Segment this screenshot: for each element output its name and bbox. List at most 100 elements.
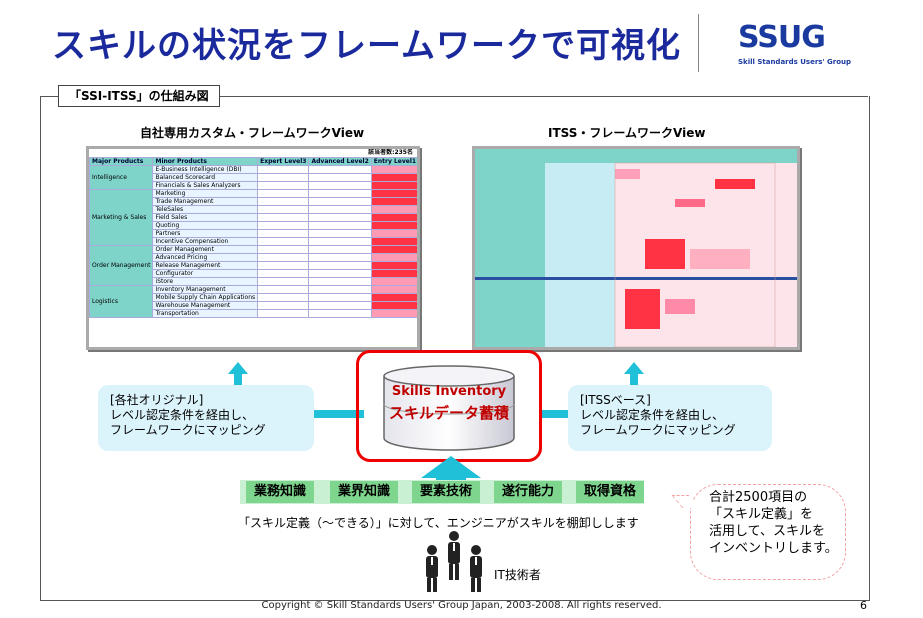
note-line: 合計2500項目の [709,490,808,505]
level-cell [257,277,310,286]
minor-product-cell: E-Business Intelligence (DBI) [152,165,259,174]
left-box-line: フレームワークにマッピング [110,423,266,437]
category-tag: 業界知識 [330,481,399,503]
database-label-en: Skills Inventory [391,384,507,399]
category-tag: 業務知識 [246,481,315,503]
total-cell: 68 [419,286,420,294]
right-box-line: [ITSSベース] [580,393,651,407]
logo-letters: SSUG [738,20,826,55]
total-cell: 32 [419,262,420,270]
entry-level-cell [370,189,417,198]
level-cell [257,229,310,238]
minor-product-cell: Financials & Sales Analyzers [152,181,259,190]
total-cell: 50 [419,270,420,278]
level-cell [257,173,310,182]
summary-callout: 合計2500項目の 「スキル定義」を 活用して、スキルを インベントリします。 [690,484,846,580]
entry-level-cell [370,221,417,230]
category-tag: 取得資格 [576,481,645,503]
table-header-row: Major Products Minor Products Expert Lev… [89,157,420,166]
page-title: スキルの状況をフレームワークで可視化 [52,26,681,66]
minor-product-cell: Release Management [152,261,259,270]
category-tag: 遂行能力 [494,481,563,503]
entry-level-cell [370,277,417,286]
level-cell [257,269,310,278]
total-cell: 9 [419,310,420,318]
level-cell [308,165,372,174]
minor-product-cell: Order Management [152,245,259,254]
entry-level-cell [370,285,417,294]
main-up-arrow-icon [421,456,481,478]
minor-product-cell: Inventory Management [152,285,259,294]
entry-level-cell [370,261,417,270]
up-arrow-icon [624,362,644,374]
minor-product-cell: TeleSales [152,205,259,214]
count-label: 該当者数:235名 [368,149,413,156]
entry-level-cell [370,293,417,302]
level-cell [308,253,372,262]
level-cell [257,181,310,190]
right-box-line: レベル認定条件を経由し、 [580,408,725,422]
total-cell: 77 [419,166,420,174]
level-cell [308,301,372,310]
level-cell [308,285,372,294]
level-cell [257,261,310,270]
level-cell [308,205,372,214]
level-cell [308,189,372,198]
header-cell: Minor Products [152,157,259,166]
diagram-frame [40,96,870,601]
total-cell: 11 [419,230,420,238]
entry-level-cell [370,253,417,262]
minor-product-cell: Mobile Supply Chain Applications [152,293,259,302]
total-cell: 32 [419,182,420,190]
header-cell: Expert Level3 [257,157,310,166]
right-box-line: フレームワークにマッピング [580,423,736,437]
level-cell [308,237,372,246]
header-cell: Advanced Level2 [308,157,372,166]
major-product-cell: Order Management [89,245,154,286]
level-cell [308,261,372,270]
entry-level-cell [370,205,417,214]
level-cell [257,205,310,214]
total-cell: 15 [419,206,420,214]
itss-mapping-box: [ITSSベース] レベル認定条件を経由し、 フレームワークにマッピング [568,385,772,451]
header-cell: 合計 [419,158,420,166]
total-cell: 51 [419,254,420,262]
minor-product-cell: Transportation [152,309,259,318]
page-number: 6 [860,599,867,612]
level-cell [308,309,372,318]
level-cell [257,213,310,222]
entry-level-cell [370,173,417,182]
entry-level-cell [370,269,417,278]
level-cell [308,269,372,278]
frame-top-line [40,96,868,97]
table-row: Balanced Scorecard34 [90,173,420,182]
left-panel-title: 自社専用カスタム・フレームワークView [140,126,365,140]
total-cell: 21 [419,190,420,198]
level-cell [308,277,372,286]
database-label-jp: スキルデータ蓄積 [388,404,509,422]
level-cell [257,285,310,294]
copyright-footer: Copyright © Skill Standards Users' Group… [261,600,662,611]
header-divider [698,14,699,72]
level-cell [308,245,372,254]
level-cell [308,213,372,222]
left-box-line: [各社オリジナル] [110,393,204,407]
custom-framework-screenshot: 該当者数:235名 Major Products Minor Products … [86,146,420,350]
table-row: Incentive Compensation10 [90,237,417,246]
table-row: Configurator 50 [90,269,420,278]
engineers-icon [426,531,482,592]
entry-level-cell [370,165,417,174]
database-cylinder-icon [383,365,515,451]
minor-product-cell: Configurator [152,269,259,278]
total-cell: 34 [419,174,420,182]
minor-product-cell: Warehouse Management [152,301,259,310]
level-cell [257,165,310,174]
minor-product-cell: Quoting [152,221,259,230]
entry-level-cell [370,309,417,318]
level-cell [308,173,372,182]
total-cell: 9 [419,198,420,206]
description-text: 「スキル定義（～できる）」に対して、エンジニアがスキルを棚卸しします [238,516,639,530]
level-cell [308,293,372,302]
